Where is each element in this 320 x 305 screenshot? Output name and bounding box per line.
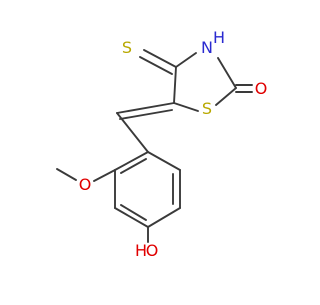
ring-bond-c2-s [215,87,237,106]
thione-sulfur-label: S [122,38,132,57]
benzene-bond-3 [147,207,181,228]
carbonyl-oxygen-label: O [255,79,268,98]
benzene-bond-4 [114,207,149,228]
methoxy-oxygen-label: O [79,175,92,194]
bonds [56,49,253,243]
methoxy-ring-bond [93,169,116,182]
structure-canvas: S N H S O O O H [56,28,268,260]
thione-double-bond-a [143,49,177,68]
chemical-structure-diagram: S N H S O O O H [56,28,268,260]
benzene-bond-1 [147,151,181,171]
benzene-bond-6 [114,151,149,171]
hydroxyl-hydrogen-label: H [135,241,147,260]
ring-nitrogen-label: N [201,38,213,57]
benzene-inner-bond-3 [120,158,147,174]
methoxy-methyl-bond [56,168,77,181]
thione-double-bond-b [139,56,173,75]
ring-bond-n-c2 [217,57,237,89]
methine-to-ring-bond [116,112,149,153]
exocyclic-double-bond-a [116,102,175,114]
ring-bond-s-c5 [173,102,199,112]
atom-labels: S N H S O O O H [79,28,268,260]
ring-sulfur-label: S [202,99,212,118]
hydroxyl-oxygen-label: O [146,241,159,260]
exocyclic-double-bond-b [119,109,173,120]
ring-bond-c4-n [175,52,197,68]
ring-bond-c5-c4 [173,66,177,104]
ring-nh-hydrogen-label: H [213,28,225,47]
benzene-inner-bond-2 [120,204,147,221]
